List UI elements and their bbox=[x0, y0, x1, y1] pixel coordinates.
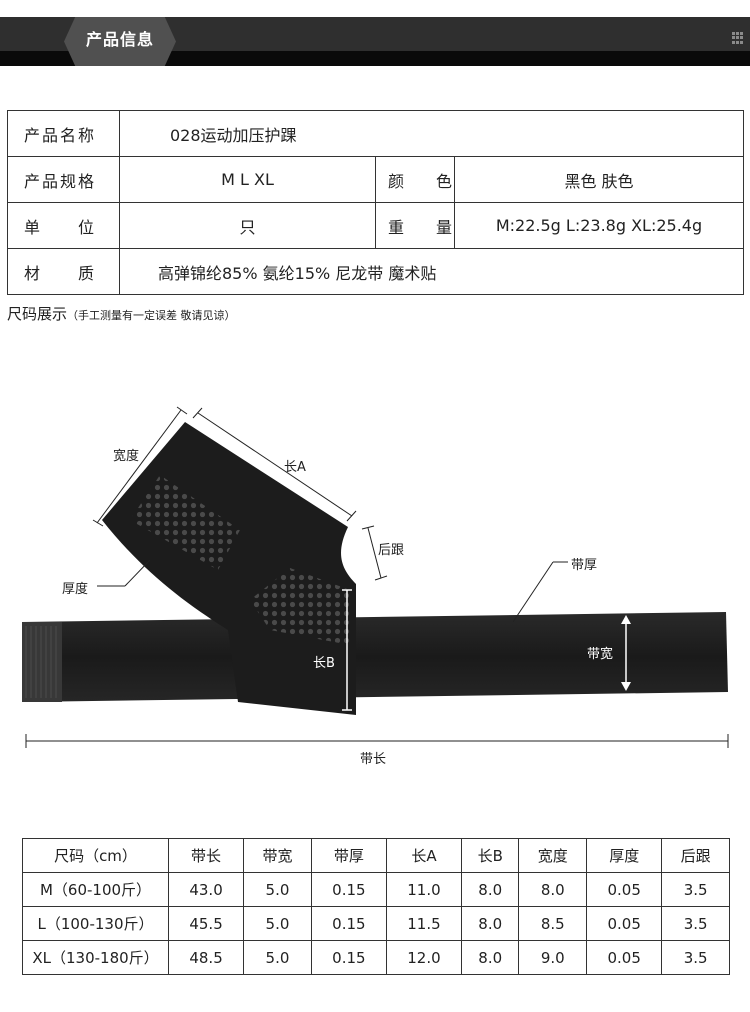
color-value: 黑色 肤色 bbox=[454, 156, 744, 203]
header-cell: 长B bbox=[461, 838, 520, 873]
size-cell: XL（130-180斤） bbox=[22, 940, 169, 975]
header-cell: 厚度 bbox=[586, 838, 663, 873]
value-cell: 45.5 bbox=[167, 906, 245, 941]
value-cell: 11.0 bbox=[385, 872, 463, 907]
value-cell: 5.0 bbox=[243, 906, 312, 941]
value-cell: 8.0 bbox=[461, 906, 520, 941]
size-display-title: 尺码展示（手工测量有一定误差 敬请见谅） bbox=[7, 303, 236, 324]
table-row: M（60-100斤） 43.0 5.0 0.15 11.0 8.0 8.0 0.… bbox=[22, 872, 730, 907]
label-thickness: 厚度 bbox=[62, 582, 89, 597]
table-row: XL（130-180斤） 48.5 5.0 0.15 12.0 8.0 9.0 … bbox=[22, 940, 730, 975]
velcro-end bbox=[22, 622, 62, 702]
value-cell: 0.05 bbox=[586, 872, 663, 907]
dot-pattern-lower bbox=[250, 568, 350, 645]
info-row-unit: 单 位 只 重 量 M:22.5g L:23.8g XL:25.4g bbox=[7, 202, 744, 249]
value-cell: 0.15 bbox=[310, 906, 387, 941]
name-label: 产品名称 bbox=[7, 110, 120, 157]
label-heel: 后跟 bbox=[378, 543, 405, 558]
value-cell: 8.5 bbox=[518, 906, 588, 941]
label-length-a: 长A bbox=[284, 460, 306, 475]
unit-label: 单 位 bbox=[7, 202, 120, 249]
material-label: 材 质 bbox=[7, 248, 120, 295]
value-cell: 5.0 bbox=[243, 940, 312, 975]
dot-pattern-upper bbox=[130, 475, 240, 570]
header-cell: 尺码（cm） bbox=[22, 838, 169, 873]
size-cell: M（60-100斤） bbox=[22, 872, 169, 907]
table-row: L（100-130斤） 45.5 5.0 0.15 11.5 8.0 8.5 0… bbox=[22, 906, 730, 941]
value-cell: 0.05 bbox=[586, 940, 663, 975]
header-cell: 后跟 bbox=[661, 838, 730, 873]
weight-value: M:22.5g L:23.8g XL:25.4g bbox=[454, 202, 744, 249]
header-cell: 带宽 bbox=[243, 838, 312, 873]
header-tab bbox=[64, 17, 176, 66]
name-value: 028运动加压护踝 bbox=[119, 110, 744, 157]
value-cell: 3.5 bbox=[661, 872, 730, 907]
product-diagram: 宽度 长A 后跟 厚度 带厚 带宽 长B 带长 bbox=[0, 330, 750, 790]
value-cell: 3.5 bbox=[661, 940, 730, 975]
info-row-name: 产品名称 028运动加压护踝 bbox=[7, 110, 744, 157]
value-cell: 3.5 bbox=[661, 906, 730, 941]
label-strap-width: 带宽 bbox=[587, 647, 614, 662]
label-strap-length: 带长 bbox=[360, 752, 387, 767]
info-row-spec: 产品规格 M L XL 颜 色 黑色 肤色 bbox=[7, 156, 744, 203]
value-cell: 8.0 bbox=[461, 940, 520, 975]
header-title: 产品信息 bbox=[85, 30, 154, 49]
unit-value: 只 bbox=[119, 202, 376, 249]
header-underline bbox=[0, 51, 750, 66]
spec-value: M L XL bbox=[119, 156, 376, 203]
size-table-header: 尺码（cm） 带长 带宽 带厚 长A 长B 宽度 厚度 后跟 bbox=[22, 838, 730, 873]
header-cell: 带长 bbox=[167, 838, 245, 873]
value-cell: 12.0 bbox=[385, 940, 463, 975]
size-display-note: （手工测量有一定误差 敬请见谅） bbox=[67, 309, 236, 322]
header-cell: 带厚 bbox=[310, 838, 387, 873]
size-table: 尺码（cm） 带长 带宽 带厚 长A 长B 宽度 厚度 后跟 M（60-100斤… bbox=[22, 838, 730, 975]
value-cell: 0.05 bbox=[586, 906, 663, 941]
material-value: 高弹锦纶85% 氨纶15% 尼龙带 魔术贴 bbox=[119, 248, 744, 295]
size-cell: L（100-130斤） bbox=[22, 906, 169, 941]
header-cell: 长A bbox=[385, 838, 463, 873]
value-cell: 8.0 bbox=[461, 872, 520, 907]
header-cell: 宽度 bbox=[518, 838, 588, 873]
value-cell: 0.15 bbox=[310, 940, 387, 975]
ankle-brace-illustration bbox=[22, 406, 729, 748]
strap-shape bbox=[22, 612, 728, 702]
color-label: 颜 色 bbox=[375, 156, 455, 203]
value-cell: 9.0 bbox=[518, 940, 588, 975]
value-cell: 0.15 bbox=[310, 872, 387, 907]
spec-label: 产品规格 bbox=[7, 156, 120, 203]
size-display-heading: 尺码展示 bbox=[7, 305, 68, 323]
label-strap-thickness: 带厚 bbox=[571, 558, 598, 573]
value-cell: 43.0 bbox=[167, 872, 245, 907]
label-length-b: 长B bbox=[313, 656, 335, 671]
weight-label: 重 量 bbox=[375, 202, 455, 249]
value-cell: 8.0 bbox=[518, 872, 588, 907]
label-width: 宽度 bbox=[113, 449, 140, 464]
product-info-table: 产品名称 028运动加压护踝 产品规格 M L XL 颜 色 黑色 肤色 单 位… bbox=[7, 110, 744, 295]
value-cell: 5.0 bbox=[243, 872, 312, 907]
value-cell: 11.5 bbox=[385, 906, 463, 941]
grid-icon bbox=[732, 32, 744, 44]
value-cell: 48.5 bbox=[167, 940, 245, 975]
section-header: 产品信息 bbox=[0, 17, 750, 66]
info-row-material: 材 质 高弹锦纶85% 氨纶15% 尼龙带 魔术贴 bbox=[7, 248, 744, 295]
